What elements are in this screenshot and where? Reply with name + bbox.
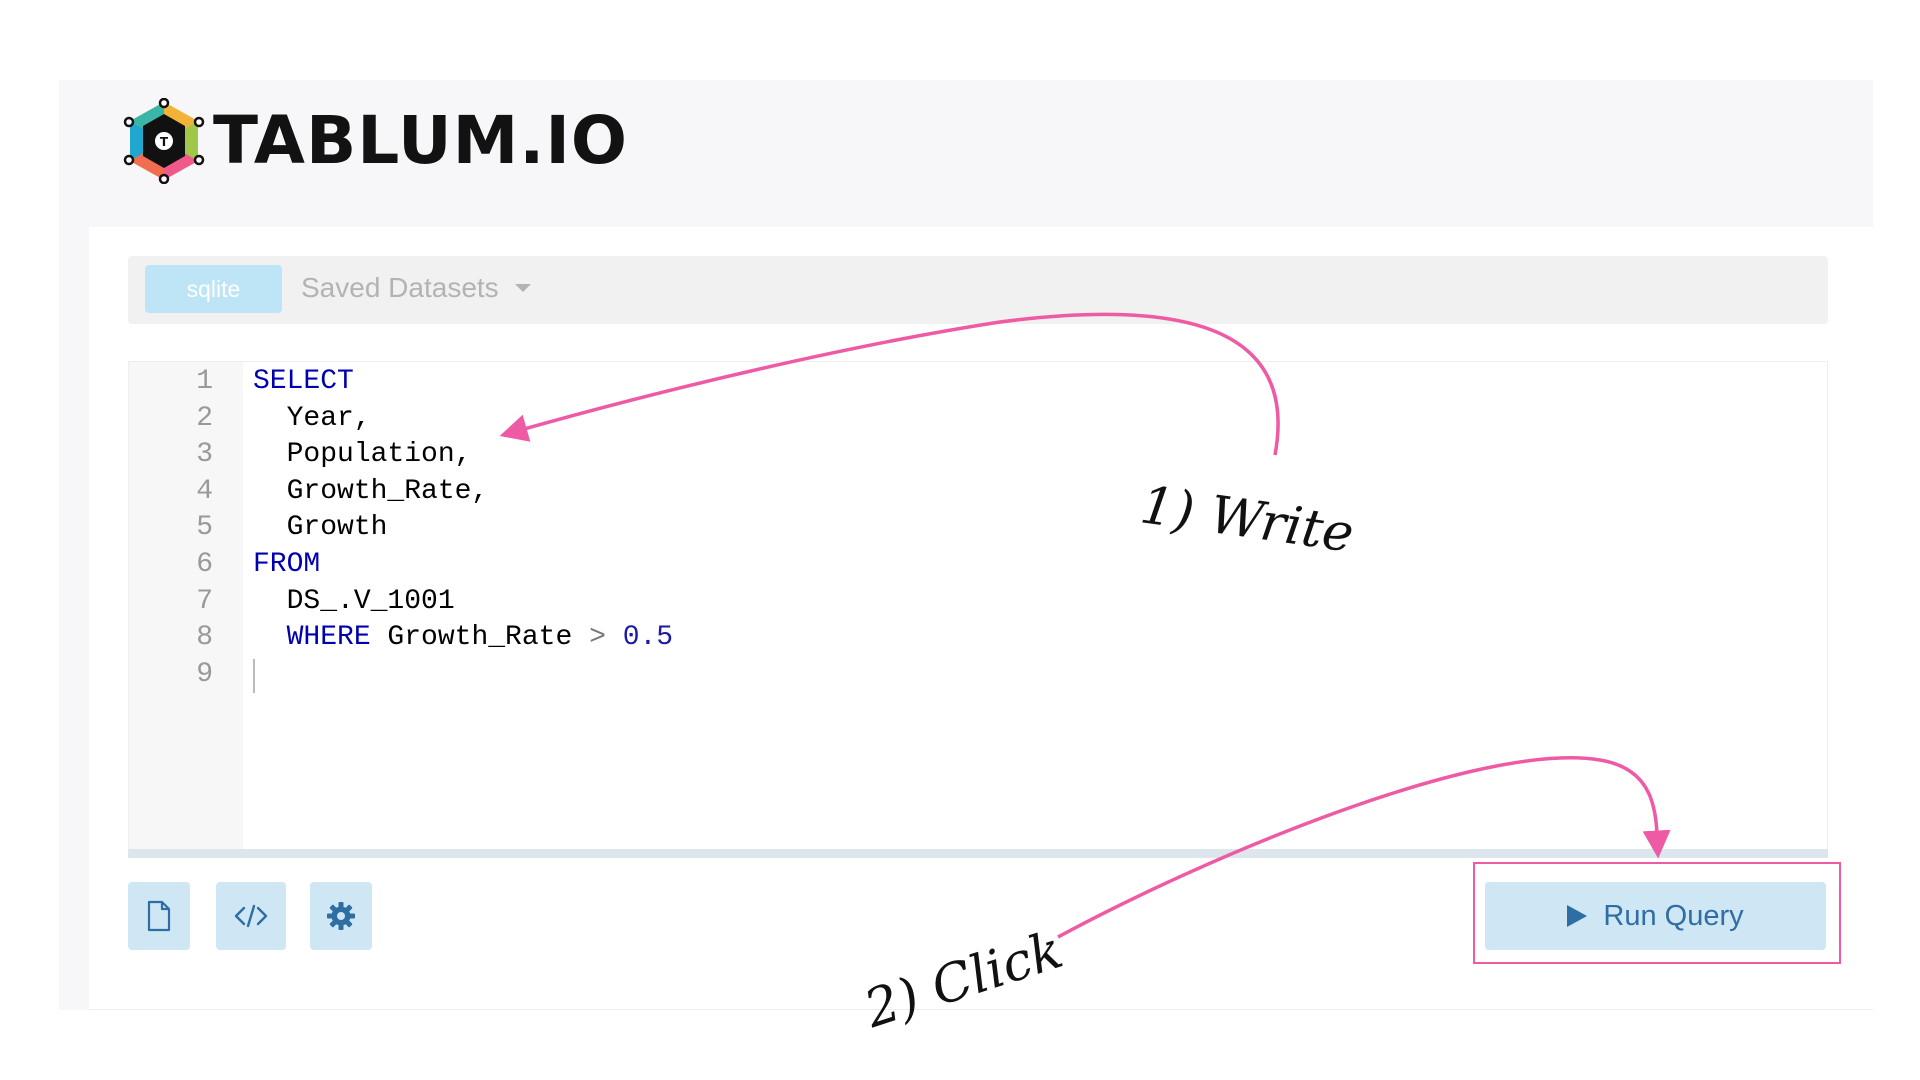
line-number: 6	[196, 549, 213, 580]
left-panel-edge	[59, 227, 89, 1010]
caret-down-icon	[514, 284, 531, 292]
new-file-button[interactable]	[128, 882, 190, 950]
database-type-button[interactable]: sqlite	[145, 265, 282, 313]
editor-line[interactable]: 7 DS_.V_1001	[129, 584, 1827, 620]
editor-line[interactable]: 9	[129, 657, 1827, 693]
code-text: FROM	[253, 547, 320, 583]
code-icon	[234, 904, 268, 928]
panel-divider	[89, 1009, 1873, 1010]
code-text: Year,	[253, 401, 371, 437]
line-number: 7	[196, 585, 213, 617]
editor-toolbar: sqlite Saved Datasets	[128, 256, 1828, 324]
code-text: Growth	[253, 510, 388, 546]
code-view-button[interactable]	[216, 882, 286, 950]
header: T TABLUM.IO	[59, 80, 1873, 227]
editor-horizontal-scrollbar[interactable]	[128, 849, 1828, 858]
logo-text: TABLUM.IO	[213, 102, 628, 179]
editor-line[interactable]: 5 Growth	[129, 510, 1827, 546]
sql-text: Population,	[253, 439, 472, 471]
line-number: 8	[196, 622, 213, 654]
editor-line[interactable]: 2 Year,	[129, 401, 1827, 437]
sql-text: Growth_Rate,	[253, 475, 489, 507]
line-number: 3	[196, 439, 213, 471]
line-number: 9	[196, 658, 213, 690]
sql-operator: >	[589, 622, 606, 654]
sql-text: Growth	[253, 512, 388, 544]
line-number: 2	[196, 402, 213, 434]
editor-line[interactable]: 4 Growth_Rate,	[129, 474, 1827, 510]
saved-datasets-label: Saved Datasets	[301, 272, 499, 303]
line-number: 4	[196, 475, 213, 507]
hexagon-network-logo-icon: T	[123, 98, 205, 184]
text-cursor	[253, 659, 255, 693]
sql-text	[606, 622, 623, 653]
sql-text: DS_.V_1001	[253, 585, 455, 617]
editor-line[interactable]: 8 WHERE Growth_Rate > 0.5	[129, 620, 1827, 656]
saved-datasets-dropdown[interactable]: Saved Datasets	[301, 272, 531, 304]
line-number: 5	[196, 512, 213, 544]
settings-button[interactable]	[310, 882, 372, 950]
editor-line[interactable]: 1 SELECT	[129, 364, 1827, 400]
sql-text	[253, 622, 287, 653]
sql-keyword: WHERE	[286, 622, 371, 654]
sql-keyword: SELECT	[253, 366, 354, 397]
code-text: Growth_Rate,	[253, 474, 489, 510]
code-text: WHERE Growth_Rate > 0.5	[253, 620, 674, 656]
logo[interactable]: T TABLUM.IO	[123, 98, 628, 184]
code-text: SELECT	[253, 364, 354, 400]
line-number-gutter	[129, 362, 243, 850]
gear-icon	[327, 902, 355, 930]
svg-text:T: T	[160, 135, 169, 149]
sql-text: Year,	[253, 402, 371, 434]
editor-line[interactable]: 6 FROM	[129, 547, 1827, 583]
sql-number: 0.5	[622, 622, 674, 654]
run-query-highlight	[1473, 862, 1841, 964]
sql-text: Growth_Rate	[370, 622, 590, 654]
line-number: 1	[196, 366, 213, 397]
code-text: Population,	[253, 437, 472, 473]
editor-line[interactable]: 3 Population,	[129, 437, 1827, 473]
code-text: DS_.V_1001	[253, 584, 455, 620]
file-icon	[147, 900, 171, 932]
sql-keyword: FROM	[253, 549, 321, 580]
